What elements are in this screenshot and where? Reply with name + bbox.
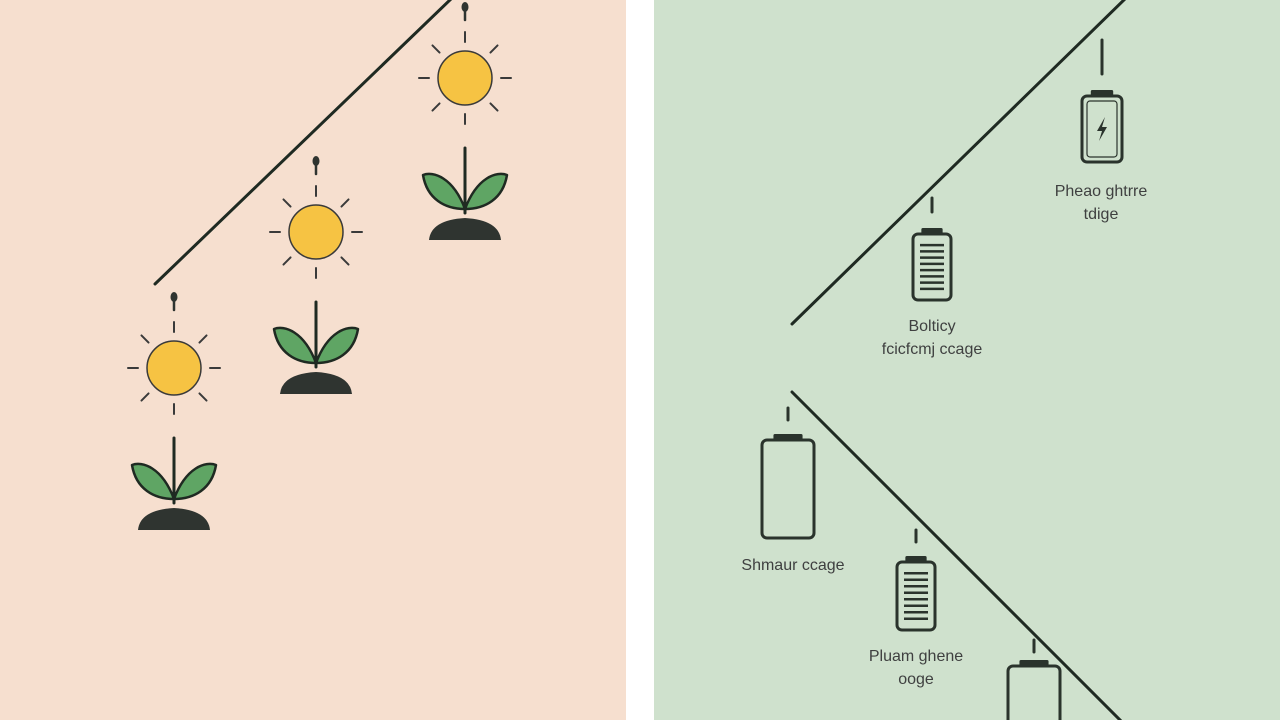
- sun-icon: [269, 185, 363, 279]
- soil-mound-icon: [138, 508, 210, 530]
- sun-ray: [340, 198, 350, 208]
- battery-empty-icon: [760, 434, 816, 540]
- sprout-icon: [421, 146, 509, 215]
- sun-ray: [140, 334, 150, 344]
- sun-ray: [140, 392, 150, 402]
- stage-label: Pheao ghtrre tdige: [1001, 180, 1201, 226]
- seed-drop-icon: [461, 2, 469, 12]
- stage-label: Shmaur ccage: [693, 554, 893, 577]
- battery-full-icon: [895, 556, 937, 632]
- sun-icon: [418, 31, 512, 125]
- battery-body: [1006, 664, 1062, 720]
- lightning-icon: [1097, 117, 1107, 141]
- right-leaf: [172, 462, 218, 501]
- battery-charge-panel: Pheao ghtrre tdige Bolticy fcicfcmj ccag…: [654, 0, 1280, 720]
- stage-label-line: fcicfcmj ccage: [881, 341, 983, 358]
- sun-ray: [340, 256, 350, 266]
- battery-empty-icon: [1006, 660, 1062, 720]
- sun-ray: [431, 102, 441, 112]
- sun-ray: [489, 102, 499, 112]
- battery-charging-icon: [1080, 90, 1124, 164]
- stage-label-line: Bolticy: [908, 318, 956, 335]
- battery-inner: [1086, 100, 1118, 158]
- sun-ray: [198, 392, 208, 402]
- stage-label: Bolticy fcicfcmj ccage: [832, 315, 1032, 361]
- growth-stage: [418, 2, 512, 240]
- sun-ray: [282, 198, 292, 208]
- diagonal-line: [153, 0, 453, 286]
- battery-stage: [760, 406, 816, 540]
- sprout-icon: [130, 436, 218, 505]
- soil-mound-icon: [429, 218, 501, 240]
- battery-stage: [1006, 638, 1062, 720]
- sun-ray: [282, 256, 292, 266]
- plant-growth-panel: [0, 0, 626, 720]
- sun-ray: [431, 44, 441, 54]
- right-leaf: [314, 326, 360, 365]
- diagonal-line: [790, 390, 1123, 720]
- sun-disc: [288, 204, 344, 260]
- sun-ray: [489, 44, 499, 54]
- left-leaf: [421, 172, 467, 211]
- seed-drop-icon: [312, 156, 320, 166]
- plant-growth-diagram: [0, 0, 626, 720]
- sun-disc: [437, 50, 493, 106]
- battery-body: [1080, 94, 1124, 164]
- diagonal-line: [790, 0, 1127, 326]
- stage-label-line: tdige: [1083, 206, 1119, 223]
- left-leaf: [130, 462, 176, 501]
- stage-label-line: Pluam ghene: [868, 648, 964, 665]
- sun-ray: [198, 334, 208, 344]
- right-leaf: [463, 172, 509, 211]
- battery-body: [760, 438, 816, 540]
- stage-label-line: ooge: [898, 671, 934, 688]
- growth-stage: [269, 156, 363, 394]
- sprout-icon: [272, 300, 360, 369]
- battery-stage: [895, 528, 937, 632]
- growth-stage: [127, 292, 221, 530]
- left-leaf: [272, 326, 318, 365]
- battery-stage: [911, 196, 953, 302]
- stage-label-line: Shmaur ccage: [741, 557, 845, 574]
- battery-full-icon: [911, 228, 953, 302]
- stage-label: Pluam ghene ooge: [816, 645, 1016, 691]
- seed-drop-icon: [170, 292, 178, 302]
- soil-mound-icon: [280, 372, 352, 394]
- sun-icon: [127, 321, 221, 415]
- panel-divider: [626, 0, 654, 720]
- panel-background: [654, 0, 1280, 720]
- sun-disc: [146, 340, 202, 396]
- battery-body: [895, 560, 937, 632]
- stage-label-line: Pheao ghtrre: [1054, 183, 1148, 200]
- battery-body: [911, 232, 953, 302]
- battery-stage: [1080, 38, 1124, 164]
- battery-charge-diagram: [654, 0, 1280, 720]
